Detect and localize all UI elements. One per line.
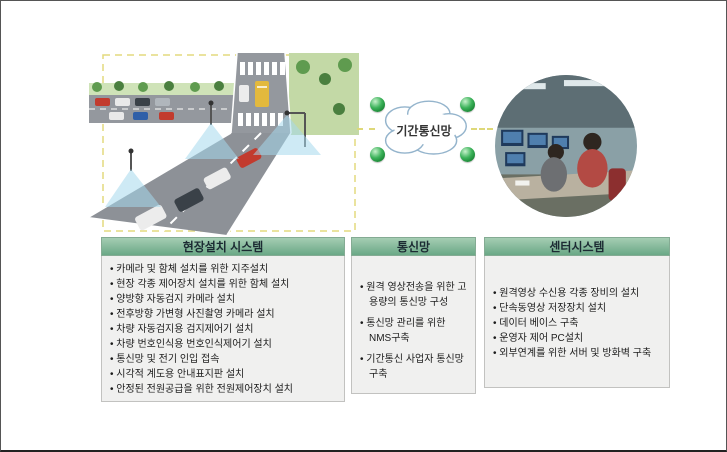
bullet-item: 차량 자동검지용 검지제어기 설치 [110,322,337,337]
panel-center-title: 센터시스템 [484,237,670,256]
panel-field-install-body: 카메라 및 함체 설치를 위한 지주설치 현장 각종 제어장치 설치를 위한 함… [101,256,345,402]
panel-center-body: 원격영상 수신용 각종 장비의 설치 단속동영상 저장장치 설치 데이터 베이스… [484,256,670,388]
panel-center-system: 센터시스템 원격영상 수신용 각종 장비의 설치 단속동영상 저장장치 설치 데… [484,237,670,388]
bullet-item: 통신망 관리를 위한 NMS구축 [360,316,468,346]
center-system-list: 원격영상 수신용 각종 장비의 설치 단속동영상 저장장치 설치 데이터 베이스… [493,286,662,361]
network-node-icon [370,147,385,162]
bullet-item: 안정된 전원공급을 위한 전원제어장치 설치 [110,382,337,397]
bullet-item: 통신망 및 전기 인입 접속 [110,352,337,367]
panel-communication-network: 통신망 원격 영상전송을 위한 고용량의 통신망 구성 통신망 관리를 위한 N… [351,237,476,394]
network-node-icon [460,97,475,112]
bullet-item: 카메라 및 함체 설치를 위한 지주설치 [110,262,337,277]
backbone-network-cloud: 기간통신망 [376,97,472,163]
bullet-item: 원격영상 수신용 각종 장비의 설치 [493,286,662,301]
field-install-list: 카메라 및 함체 설치를 위한 지주설치 현장 각종 제어장치 설치를 위한 함… [110,262,337,397]
bullet-item: 현장 각종 제어장치 설치를 위한 함체 설치 [110,277,337,292]
network-list: 원격 영상전송을 위한 고용량의 통신망 구성 통신망 관리를 위한 NMS구축… [360,280,468,382]
bullet-item: 양방향 자동검지 카메라 설치 [110,292,337,307]
bullet-item: 데이터 베이스 구축 [493,316,662,331]
cloud-shape [384,100,467,155]
dashed-connector-right [471,128,493,130]
bullet-item: 원격 영상전송을 위한 고용량의 통신망 구성 [360,280,468,310]
road-illustration [88,52,359,236]
bullet-item: 외부연계를 위한 서버 및 방화벽 구축 [493,346,662,361]
network-node-icon [370,97,385,112]
bullet-item: 운영자 제어 PC설치 [493,331,662,346]
network-node-icon [460,147,475,162]
bullet-item: 기간통신 사업자 통신망 구축 [360,352,468,382]
panel-field-install-title: 현장설치 시스템 [101,237,345,256]
bullet-item: 차량 번호인식용 번호인식제어기 설치 [110,337,337,352]
panel-field-install-system: 현장설치 시스템 카메라 및 함체 설치를 위한 지주설치 현장 각종 제어장치… [101,237,345,402]
bullet-item: 전후방향 가변형 사진촬영 카메라 설치 [110,307,337,322]
road-illustration-graphic [88,52,359,236]
bullet-item: 단속동영상 저장장치 설치 [493,301,662,316]
backbone-network-label: 기간통신망 [396,123,452,138]
dashed-connector-left [357,128,375,130]
control-center-scene [495,75,637,217]
panel-network-body: 원격 영상전송을 위한 고용량의 통신망 구성 통신망 관리를 위한 NMS구축… [351,256,476,394]
bullet-item: 시각적 계도용 안내표지판 설치 [110,367,337,382]
panel-network-title: 통신망 [351,237,476,256]
control-center-photo [495,75,637,217]
